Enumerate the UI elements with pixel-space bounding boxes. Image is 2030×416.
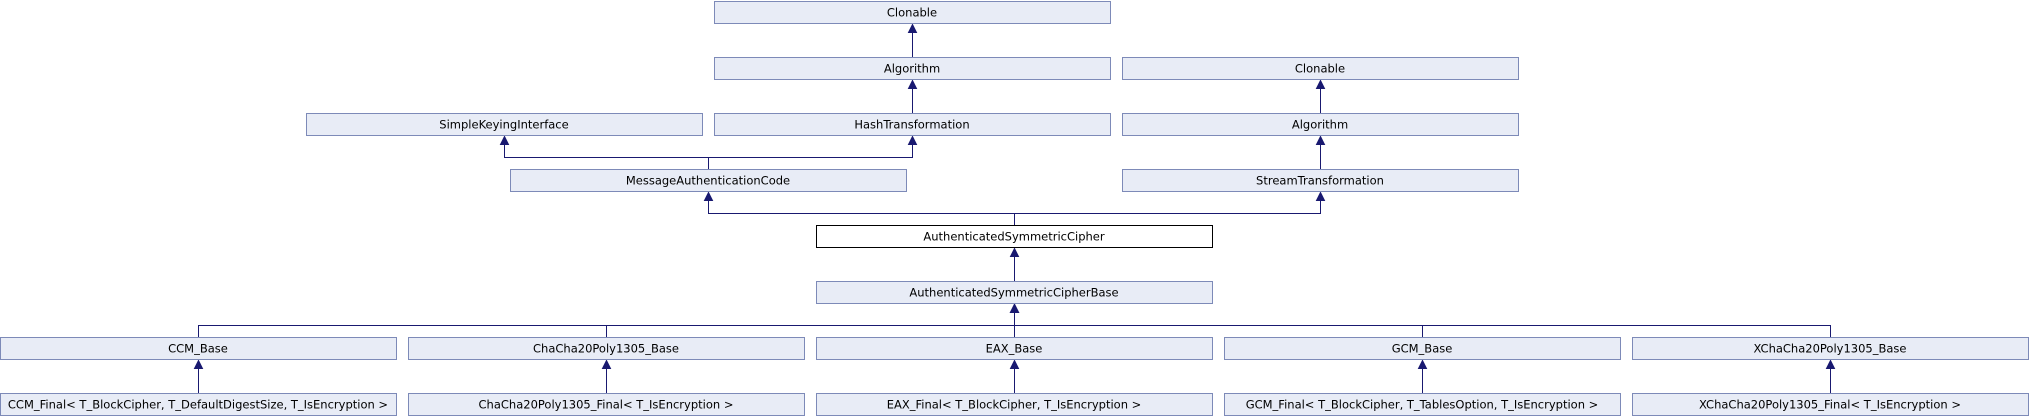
class-node-label: SimpleKeyingInterface <box>439 118 568 132</box>
class-node-box[interactable] <box>1632 337 2029 360</box>
class-node-box[interactable] <box>1122 113 1519 136</box>
class-node-box[interactable] <box>714 57 1111 80</box>
inheritance-arrowhead <box>907 23 918 33</box>
class-node-label: CCM_Final< T_BlockCipher, T_DefaultDiges… <box>8 398 388 412</box>
class-node-label: EAX_Final< T_BlockCipher, T_IsEncryption… <box>887 398 1142 412</box>
class-node-box[interactable] <box>714 113 1111 136</box>
inheritance-edge <box>504 144 709 170</box>
inheritance-arrowhead <box>1009 359 1020 369</box>
class-node-chachafinal[interactable]: ChaCha20Poly1305_Final< T_IsEncryption > <box>408 393 805 416</box>
inheritance-arrowhead <box>1315 79 1326 89</box>
inheritance-arrowhead <box>193 359 204 369</box>
class-node-label: CCM_Base <box>168 342 228 356</box>
class-node-label: AuthenticatedSymmetricCipher <box>923 230 1105 244</box>
class-node-simplekeying[interactable]: SimpleKeyingInterface <box>306 113 703 136</box>
class-node-box[interactable] <box>816 281 1213 304</box>
class-node-box[interactable] <box>510 169 907 192</box>
inheritance-arrowhead <box>1009 303 1020 313</box>
class-node-box[interactable] <box>1122 57 1519 80</box>
inheritance-arrowhead <box>1315 135 1326 145</box>
class-node-eaxfinal[interactable]: EAX_Final< T_BlockCipher, T_IsEncryption… <box>816 393 1213 416</box>
inheritance-arrowhead <box>1315 191 1326 201</box>
class-node-label: ChaCha20Poly1305_Final< T_IsEncryption > <box>479 398 734 412</box>
inheritance-edge <box>708 200 1015 226</box>
inheritance-arrowhead <box>907 79 918 89</box>
class-node-algorithm1[interactable]: Algorithm <box>714 57 1111 80</box>
class-node-label: EAX_Base <box>986 342 1043 356</box>
inheritance-arrowhead <box>499 135 510 145</box>
class-node-label: Algorithm <box>884 62 940 76</box>
class-node-label: MessageAuthenticationCode <box>626 174 790 188</box>
class-node-mac[interactable]: MessageAuthenticationCode <box>510 169 907 192</box>
class-node-box[interactable] <box>0 337 397 360</box>
class-node-clonable2[interactable]: Clonable <box>1122 57 1519 80</box>
class-node-box[interactable] <box>816 225 1213 248</box>
class-node-box[interactable] <box>816 337 1213 360</box>
class-node-algorithm2[interactable]: Algorithm <box>1122 113 1519 136</box>
class-node-label: GCM_Base <box>1392 342 1453 356</box>
class-node-label: HashTransformation <box>854 118 969 132</box>
class-node-label: XChaCha20Poly1305_Final< T_IsEncryption … <box>1699 398 1961 412</box>
class-node-xchachabase[interactable]: XChaCha20Poly1305_Base <box>1632 337 2029 360</box>
class-node-gcmfinal[interactable]: GCM_Final< T_BlockCipher, T_TablesOption… <box>1224 393 1621 416</box>
class-node-box[interactable] <box>1224 337 1621 360</box>
class-node-clonable1[interactable]: Clonable <box>714 1 1111 24</box>
inheritance-arrowhead <box>601 359 612 369</box>
class-node-label: StreamTransformation <box>1256 174 1384 188</box>
class-node-chachabase[interactable]: ChaCha20Poly1305_Base <box>408 337 805 360</box>
class-node-eaxbase[interactable]: EAX_Base <box>816 337 1213 360</box>
inheritance-edge <box>1014 200 1321 226</box>
class-node-label: Clonable <box>887 6 937 20</box>
inheritance-arrowhead <box>1417 359 1428 369</box>
class-node-gcmbase[interactable]: GCM_Base <box>1224 337 1621 360</box>
inheritance-edge <box>1014 312 1831 338</box>
class-node-asc[interactable]: AuthenticatedSymmetricCipher <box>816 225 1213 248</box>
class-node-ccmfinal[interactable]: CCM_Final< T_BlockCipher, T_DefaultDiges… <box>0 393 397 416</box>
class-node-ascbase[interactable]: AuthenticatedSymmetricCipherBase <box>816 281 1213 304</box>
class-node-box[interactable] <box>408 337 805 360</box>
inheritance-arrowhead <box>907 135 918 145</box>
inheritance-edges <box>193 23 1836 394</box>
inheritance-edge <box>606 312 1015 338</box>
inheritance-edge <box>708 144 913 170</box>
inheritance-arrowhead <box>1009 247 1020 257</box>
class-node-label: ChaCha20Poly1305_Base <box>533 342 679 356</box>
class-node-box[interactable] <box>306 113 703 136</box>
class-node-hashtrans[interactable]: HashTransformation <box>714 113 1111 136</box>
class-node-box[interactable] <box>714 1 1111 24</box>
class-node-streamtrans[interactable]: StreamTransformation <box>1122 169 1519 192</box>
class-node-label: GCM_Final< T_BlockCipher, T_TablesOption… <box>1246 398 1599 412</box>
class-node-label: AuthenticatedSymmetricCipherBase <box>909 286 1118 300</box>
inheritance-arrowhead <box>703 191 714 201</box>
class-node-ccmbase[interactable]: CCM_Base <box>0 337 397 360</box>
class-node-label: Clonable <box>1295 62 1345 76</box>
class-node-box[interactable] <box>1122 169 1519 192</box>
class-node-label: XChaCha20Poly1305_Base <box>1754 342 1907 356</box>
inheritance-arrowhead <box>1825 359 1836 369</box>
class-node-label: Algorithm <box>1292 118 1348 132</box>
class-node-xchachafinal[interactable]: XChaCha20Poly1305_Final< T_IsEncryption … <box>1632 393 2029 416</box>
